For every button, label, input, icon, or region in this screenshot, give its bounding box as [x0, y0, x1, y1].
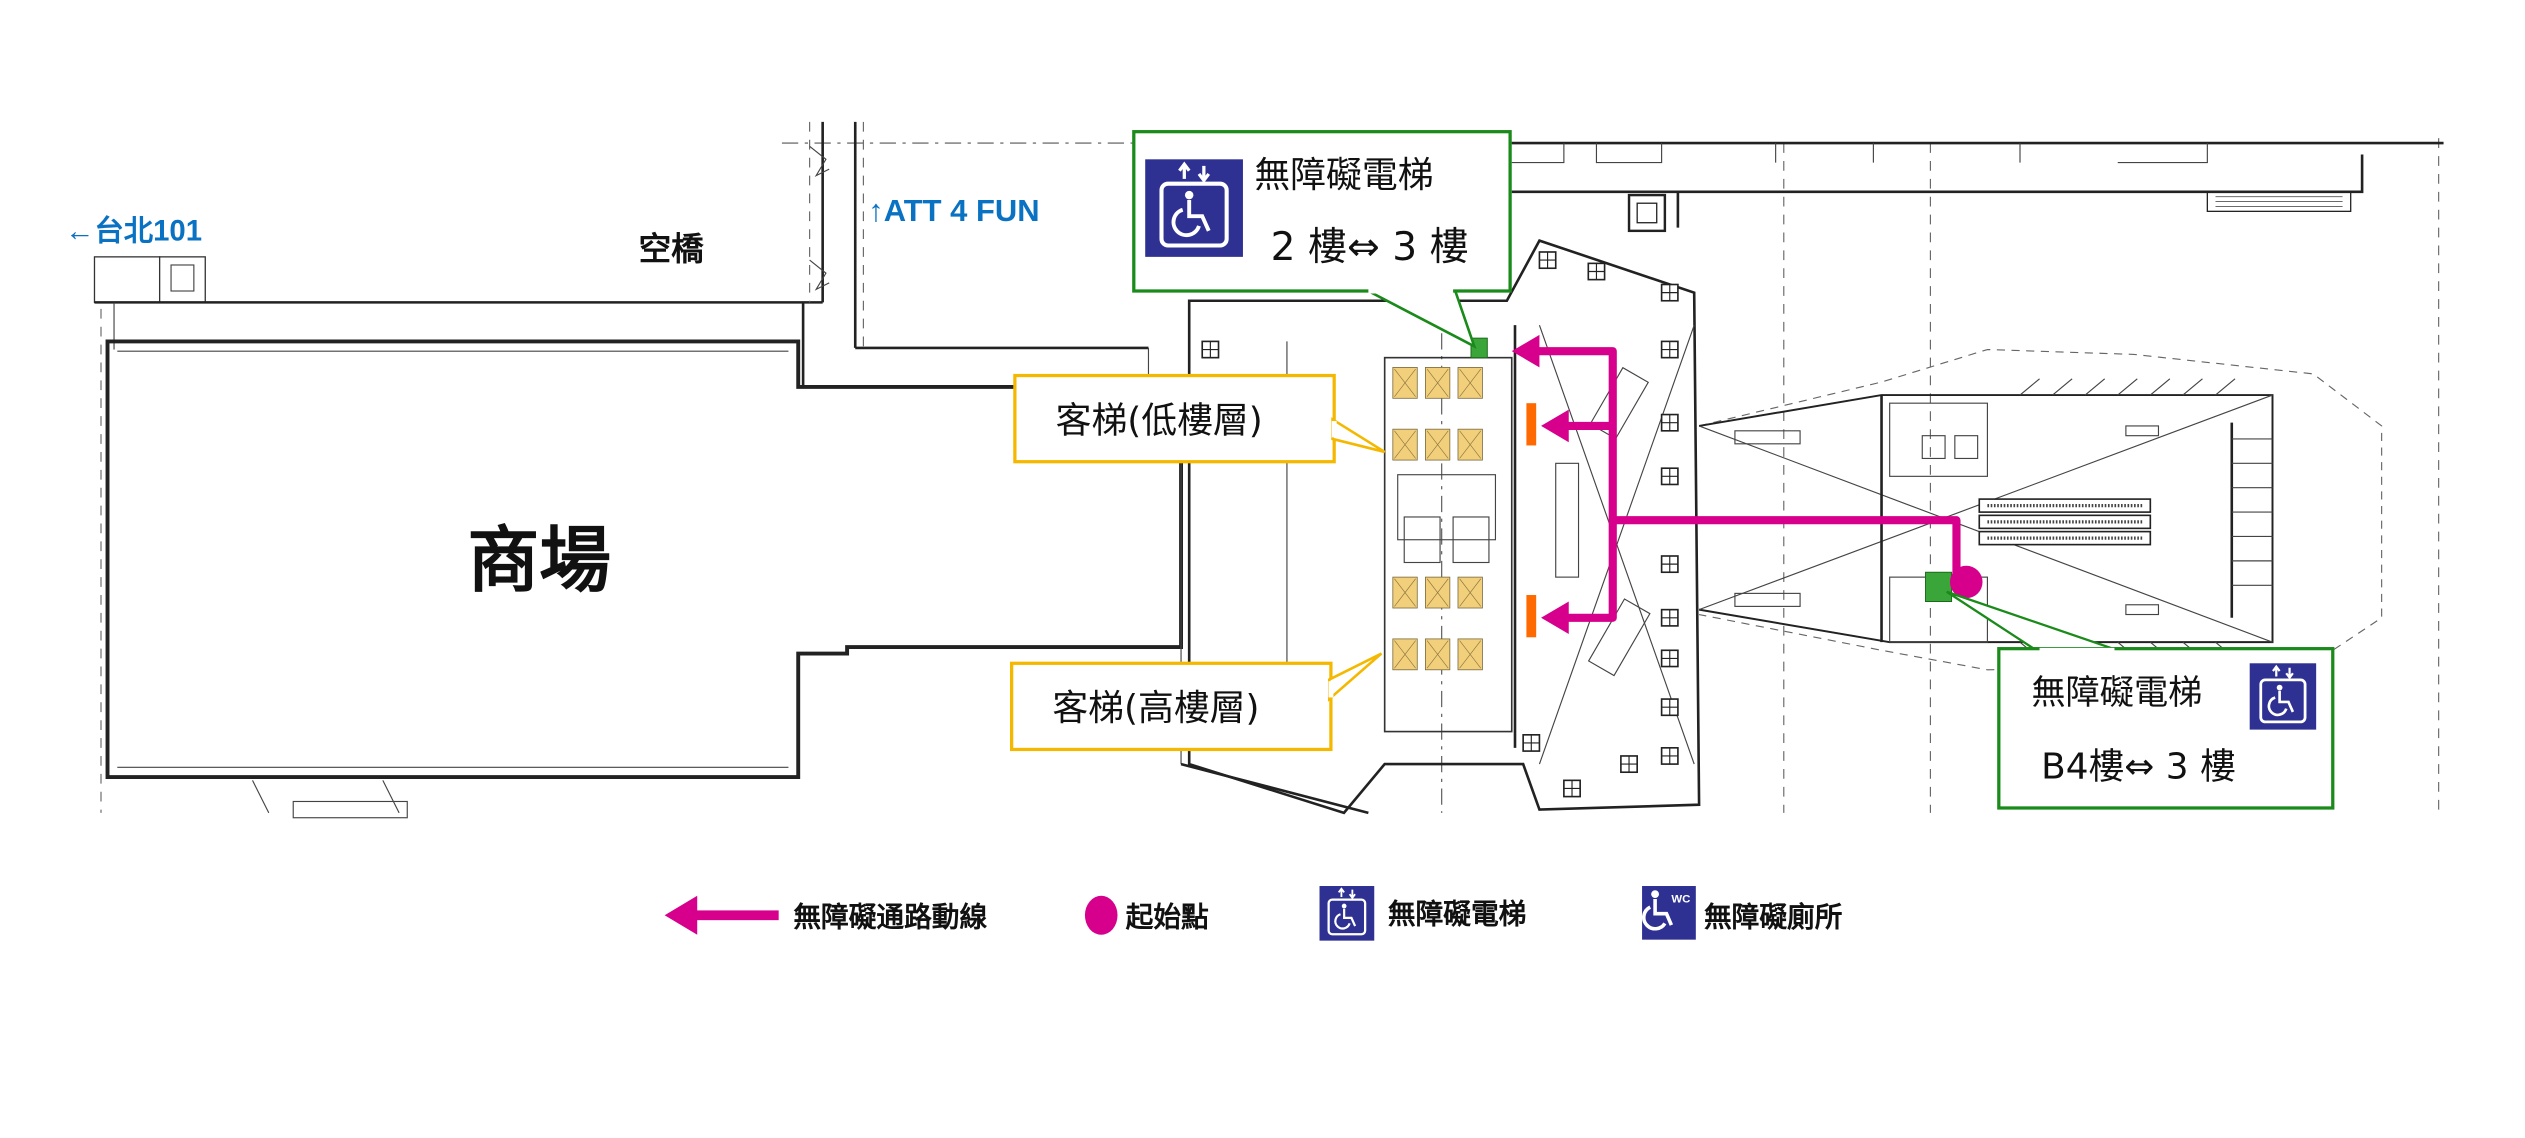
route-arrowhead-bottom — [1541, 601, 1569, 635]
elevator-bank-high-2 — [1392, 638, 1483, 671]
mall-outline — [105, 339, 1369, 819]
atrium-outline — [1698, 348, 2383, 671]
label-mall: 商場 — [468, 519, 611, 602]
start-point-marker — [1949, 565, 1983, 599]
label-taipei101: ←台北101 — [65, 214, 202, 248]
legend-label-toilet: 無障礙廁所 — [1704, 901, 1842, 934]
legend-item-toilet: WC 無障礙廁所 — [1642, 886, 1842, 940]
callout-elevator-b4-3f-floors: B4樓⇔ 3 樓 — [2041, 747, 2236, 788]
legend-label-route: 無障礙通路動線 — [793, 901, 987, 934]
legend-item-elevator: 無障礙電梯 — [1318, 884, 1526, 942]
legend: 無障礙通路動線 起始點 無障礙電梯 WC 無障礙廁所 — [664, 884, 1842, 942]
elevator-bank-high-1 — [1392, 576, 1483, 609]
label-att4fun: ↑ATT 4 FUN — [868, 193, 1039, 228]
skybridge-outline — [801, 121, 1182, 389]
elevator-core — [1383, 337, 1537, 733]
legend-label-start: 起始點 — [1126, 901, 1209, 934]
accessible-elevator-marker-2f — [1470, 337, 1488, 359]
callout-passenger-high: 客梯(高樓層) — [1010, 652, 1383, 752]
route-arrowhead-mid — [1541, 409, 1569, 443]
orange-marker — [1526, 595, 1537, 638]
route-arrow-icon — [664, 895, 779, 935]
central-tower-outline — [1187, 239, 1701, 815]
callout-passenger-low: 客梯(低樓層) — [1013, 373, 1386, 464]
accessible-elevator-icon — [1145, 159, 1243, 257]
label-skybridge: 空橋 — [639, 230, 705, 268]
callout-passenger-high-label: 客梯(高樓層) — [1052, 688, 1259, 729]
elevator-bank-low-1 — [1392, 367, 1483, 399]
orange-marker — [1526, 403, 1537, 446]
callout-elevator-b4-3f: 無障礙電梯 B4樓⇔ 3 樓 — [1946, 590, 2335, 810]
callout-elevator-2f-3f-floors: 2 樓⇔ 3 樓 — [1271, 225, 1469, 270]
accessible-elevator-icon — [1318, 884, 1376, 942]
route-path-trunk — [1531, 347, 1617, 622]
legend-label-elevator: 無障礙電梯 — [1388, 897, 1526, 930]
taipei101-connector — [93, 256, 823, 350]
top-building-strip — [1511, 141, 2444, 233]
callout-passenger-low-label: 客梯(低樓層) — [1056, 400, 1263, 441]
accessible-toilet-icon: WC — [1642, 886, 1696, 940]
accessible-elevator-icon — [2248, 661, 2318, 732]
callout-elevator-b4-3f-title: 無障礙電梯 — [2031, 673, 2202, 713]
legend-item-route: 無障礙通路動線 — [664, 895, 987, 935]
elevator-bank-low-2 — [1392, 428, 1483, 461]
accessible-elevator-marker-b4 — [1925, 571, 1953, 603]
start-point-icon — [1084, 895, 1118, 935]
route-arrowhead-top — [1511, 334, 1540, 368]
legend-item-start: 起始點 — [1084, 895, 1209, 935]
callout-elevator-2f-3f: 無障礙電梯 2 樓⇔ 3 樓 — [1132, 130, 1512, 349]
callout-elevator-2f-3f-title: 無障礙電梯 — [1254, 155, 1433, 196]
accessible-route — [1511, 334, 1983, 635]
svg-text:WC: WC — [1671, 893, 1690, 905]
